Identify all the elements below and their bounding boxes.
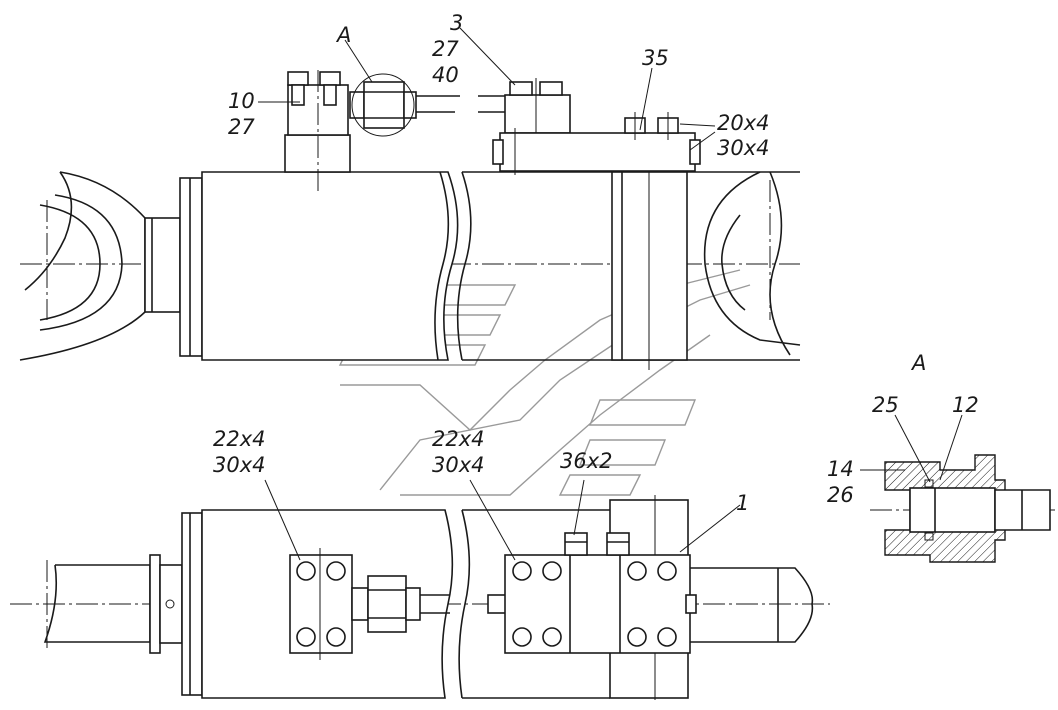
label-3: 3 (450, 11, 463, 35)
label-20x4: 20x4 (717, 111, 770, 135)
label-36x2: 36x2 (560, 449, 613, 473)
label-27b: 27 (228, 115, 255, 139)
label-view-a: A (335, 23, 351, 47)
label-22x4-right: 22x4 (432, 427, 485, 451)
bolt-grid-right (512, 561, 677, 647)
label-30x4-left: 30x4 (213, 453, 266, 477)
bolt-grid-left (296, 561, 346, 647)
bottom-view (10, 479, 830, 700)
top-view (19, 27, 801, 370)
label-10: 10 (228, 89, 255, 113)
label-30x4-top: 30x4 (717, 136, 770, 160)
label-40: 40 (432, 63, 459, 87)
detail-a (860, 414, 1055, 563)
label-22x4-left: 22x4 (213, 427, 266, 451)
label-35: 35 (642, 46, 669, 70)
label-14: 14 (827, 457, 854, 481)
label-27: 27 (432, 37, 459, 61)
detail-title-a: A (910, 351, 926, 375)
label-30x4-right: 30x4 (432, 453, 485, 477)
label-26: 26 (827, 483, 854, 507)
label-25: 25 (872, 393, 899, 417)
label-12: 12 (952, 393, 979, 417)
label-1: 1 (736, 491, 749, 515)
